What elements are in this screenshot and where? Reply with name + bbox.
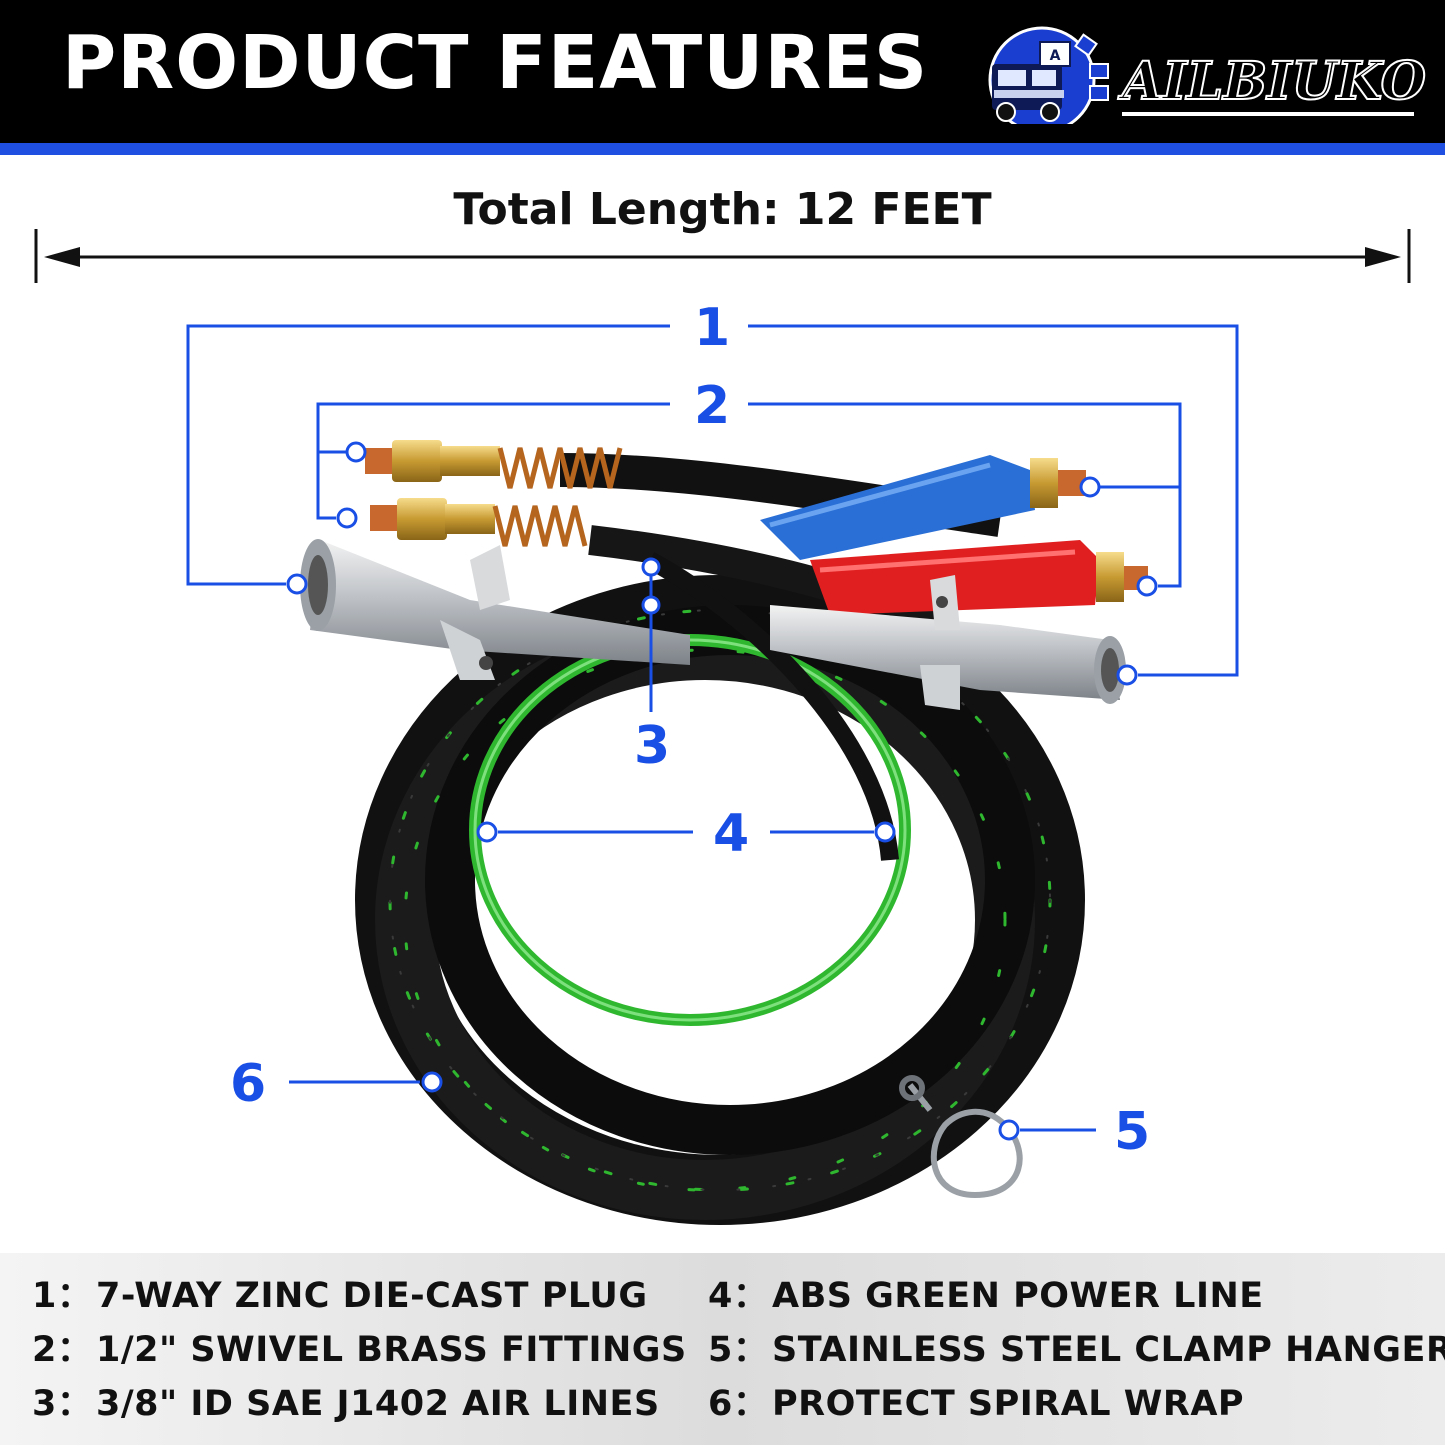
callout-number-6: 6 bbox=[230, 1054, 267, 1114]
brass-fitting-lower bbox=[370, 498, 588, 547]
legend-item-number: 6： bbox=[708, 1384, 769, 1424]
legend-item-text: ABS GREEN POWER LINE bbox=[772, 1276, 1264, 1316]
legend-item-number: 1： bbox=[32, 1276, 93, 1316]
blue-grip bbox=[760, 455, 1086, 560]
callout-number-1: 1 bbox=[694, 298, 731, 358]
legend-item-5: 5：STAINLESS STEEL CLAMP HANGER bbox=[708, 1333, 1445, 1368]
product-illustration bbox=[186, 324, 1239, 1225]
callout-dots bbox=[286, 441, 1158, 1141]
header-bar bbox=[0, 0, 1445, 143]
legend-item-number: 2： bbox=[32, 1330, 93, 1370]
plug-right bbox=[770, 575, 1126, 710]
clamp-hanger bbox=[899, 1075, 1023, 1199]
callout-number-3: 3 bbox=[634, 716, 671, 776]
dimension-arrow bbox=[34, 229, 1411, 283]
legend-item-number: 5： bbox=[708, 1330, 769, 1370]
legend-item-text: 3/8" ID SAE J1402 AIR LINES bbox=[96, 1384, 660, 1424]
red-grip bbox=[810, 540, 1148, 615]
legend-item-4: 4：ABS GREEN POWER LINE bbox=[708, 1279, 1264, 1314]
callout-lines bbox=[186, 324, 1239, 1132]
brand-name: AILBIUKO bbox=[1121, 51, 1427, 112]
legend-item-text: 7-WAY ZINC DIE-CAST PLUG bbox=[96, 1276, 648, 1316]
callout-number-4: 4 bbox=[713, 804, 750, 864]
legend-item-text: STAINLESS STEEL CLAMP HANGER bbox=[772, 1330, 1445, 1370]
legend-item-6: 6：PROTECT SPIRAL WRAP bbox=[708, 1387, 1244, 1422]
callout-number-5: 5 bbox=[1114, 1102, 1151, 1162]
legend-item-number: 3： bbox=[32, 1384, 93, 1424]
feature-legend: 1：7-WAY ZINC DIE-CAST PLUG 2：1/2" SWIVEL… bbox=[0, 1253, 1445, 1445]
plug-left bbox=[300, 539, 690, 680]
page-title: PRODUCT FEATURES bbox=[62, 20, 929, 106]
header-accent-stripe bbox=[0, 143, 1445, 155]
total-length-label: Total Length: 12 FEET bbox=[453, 184, 992, 235]
legend-item-1: 1：7-WAY ZINC DIE-CAST PLUG bbox=[32, 1279, 648, 1314]
legend-item-text: 1/2" SWIVEL BRASS FITTINGS bbox=[96, 1330, 687, 1370]
truck-gear-logo-icon: A bbox=[988, 26, 1109, 124]
svg-text:A: A bbox=[1050, 48, 1061, 64]
green-power-line bbox=[469, 634, 911, 1026]
brand-underline bbox=[1122, 112, 1414, 116]
brass-fitting-upper bbox=[365, 440, 623, 489]
legend-item-2: 2：1/2" SWIVEL BRASS FITTINGS bbox=[32, 1333, 687, 1368]
callout-number-2: 2 bbox=[694, 376, 731, 436]
legend-item-3: 3：3/8" ID SAE J1402 AIR LINES bbox=[32, 1387, 660, 1422]
legend-item-number: 4： bbox=[708, 1276, 769, 1316]
legend-item-text: PROTECT SPIRAL WRAP bbox=[772, 1384, 1245, 1424]
